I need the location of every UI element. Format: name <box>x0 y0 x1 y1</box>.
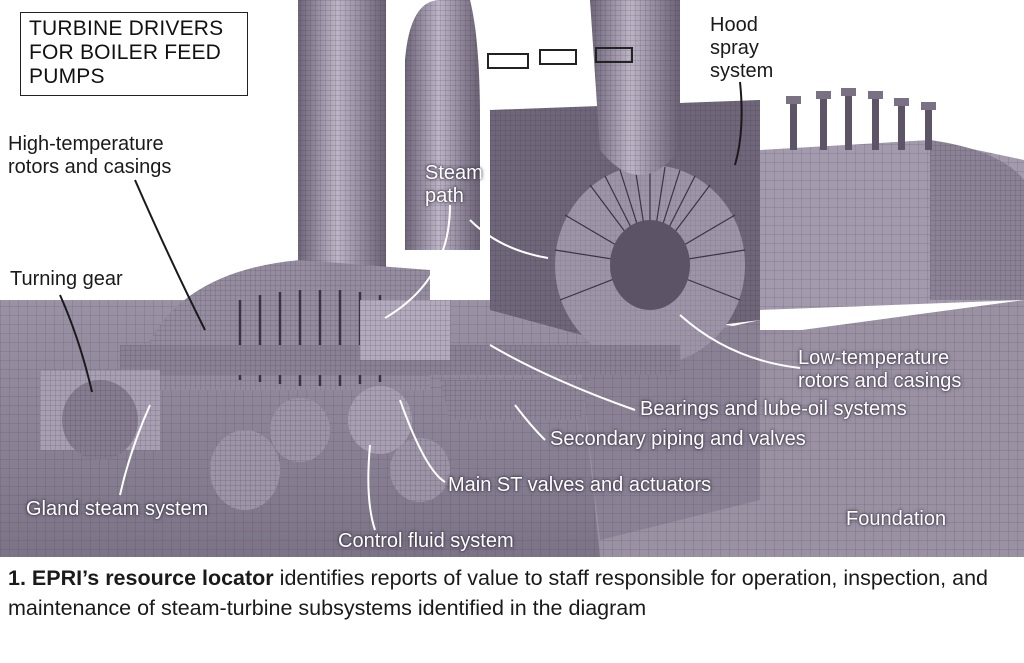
label-gland-steam: Gland steam system <box>26 498 209 520</box>
generator-housing <box>760 88 1024 310</box>
label-control-fluid: Control fluid system <box>338 530 514 552</box>
turbine-diagram: TURBINE DRIVERS FOR BOILER FEED PUMPS Ho… <box>0 0 1024 557</box>
title-line: PUMPS <box>29 65 105 88</box>
label-secondary-piping: Secondary piping and valves <box>550 428 806 450</box>
caption-text: identifies reports of value to staff res… <box>8 566 988 620</box>
title-box: TURBINE DRIVERS FOR BOILER FEED PUMPS <box>20 12 248 96</box>
caption-bold-lead: 1. EPRI’s resource locator <box>8 566 274 590</box>
callout-lines <box>59 81 801 531</box>
label-low-temp-line1: Low-temperature <box>798 347 950 369</box>
turbine-illustration <box>0 0 1024 557</box>
label-high-temp-line1: High-temperature <box>8 133 164 155</box>
title-line: FOR BOILER FEED <box>29 41 222 64</box>
label-foundation: Foundation <box>846 508 947 530</box>
title-line: TURBINE DRIVERS <box>29 17 224 40</box>
label-hood-spray-line2: spray <box>710 37 759 59</box>
label-low-temp-line2: rotors and casings <box>798 370 962 392</box>
label-hood-spray-line3: system <box>710 60 774 82</box>
figure-caption: 1. EPRI’s resource locator identifies re… <box>8 563 1016 623</box>
turning-gear-unit <box>40 370 160 460</box>
label-turning-gear: Turning gear <box>10 268 123 290</box>
lp-rotor <box>554 165 746 365</box>
valves-and-piping <box>210 300 590 510</box>
label-bearings: Bearings and lube-oil systems <box>640 398 907 420</box>
label-hood-spray-line1: Hood <box>710 14 758 36</box>
label-steam-path-line2: path <box>425 185 464 207</box>
label-steam-path-line1: Steam <box>425 162 483 184</box>
label-main-valves: Main ST valves and actuators <box>448 474 712 496</box>
label-high-temp-line2: rotors and casings <box>8 156 172 178</box>
steam-ducts <box>298 0 680 270</box>
